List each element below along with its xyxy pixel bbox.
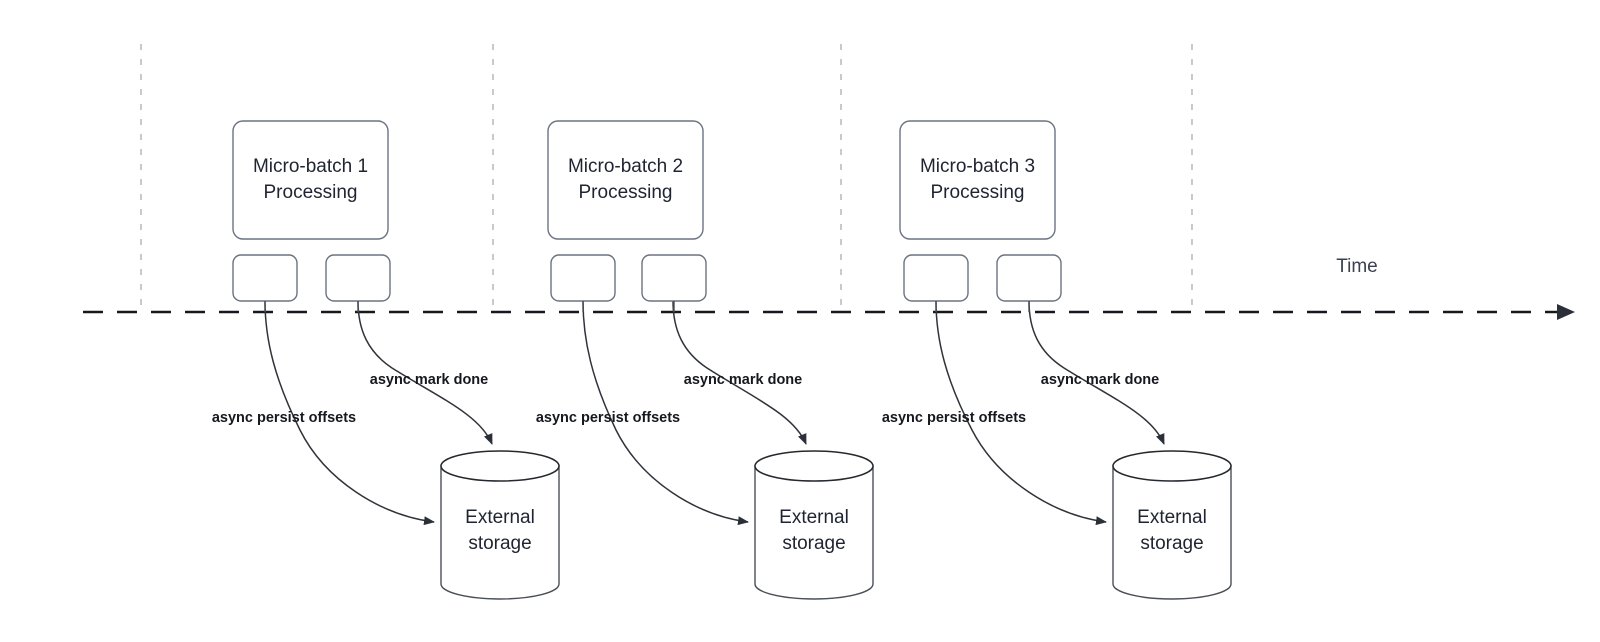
external-storage-label-line1: External [465, 507, 535, 528]
micro-batch-process-subtitle: Processing [264, 182, 358, 203]
external-storage-cylinder-top [440, 450, 560, 482]
external-storage-cylinder-top [1112, 450, 1232, 482]
task-box-offsets[interactable] [550, 254, 616, 302]
micro-batch-process-subtitle: Processing [579, 182, 673, 203]
micro-batch-process-title: Micro-batch 3 [920, 156, 1035, 177]
edge-async-mark-done-label: async mark done [1041, 372, 1159, 388]
edge-async-persist-offsets-label: async persist offsets [536, 410, 680, 426]
task-box-mark-done[interactable] [325, 254, 391, 302]
flow-edges [264, 300, 1165, 526]
edge-async-mark-done-label: async mark done [370, 372, 488, 388]
edge-async-mark-done-path [672, 300, 807, 445]
micro-batch-process-title: Micro-batch 1 [253, 156, 368, 177]
micro-batch-process-title: Micro-batch 2 [568, 156, 683, 177]
external-storage-label-line1: External [1137, 507, 1207, 528]
external-storage-label-line1: External [779, 507, 849, 528]
task-box-mark-done[interactable] [641, 254, 707, 302]
time-axis-label: Time [1336, 256, 1378, 277]
edge-async-persist-offsets-label: async persist offsets [882, 410, 1026, 426]
task-box-offsets[interactable] [903, 254, 969, 302]
external-storage-cylinder-body[interactable] [1112, 465, 1232, 600]
edge-async-persist-offsets-path [582, 300, 749, 526]
external-storage-label-line2: storage [782, 533, 845, 554]
edge-async-persist-offsets-path [264, 300, 435, 526]
edge-async-persist-offsets-path [935, 300, 1107, 526]
task-box-offsets[interactable] [232, 254, 298, 302]
edge-async-mark-done-path [1028, 300, 1165, 445]
time-axis-arrowhead [1557, 304, 1575, 320]
micro-batch-process-box[interactable] [899, 120, 1056, 240]
micro-batch-process-box[interactable] [547, 120, 704, 240]
diagram-shapes [232, 120, 1232, 600]
external-storage-cylinder-top [754, 450, 874, 482]
time-axis: Time [83, 256, 1575, 320]
edge-async-persist-offsets-label: async persist offsets [212, 410, 356, 426]
external-storage-label-line2: storage [1140, 533, 1203, 554]
task-box-mark-done[interactable] [996, 254, 1062, 302]
micro-batch-process-subtitle: Processing [931, 182, 1025, 203]
edge-async-mark-done-label: async mark done [684, 372, 802, 388]
edge-async-mark-done-path [357, 300, 493, 445]
external-storage-label-line2: storage [468, 533, 531, 554]
external-storage-cylinder-body[interactable] [754, 465, 874, 600]
external-storage-cylinder-body[interactable] [440, 465, 560, 600]
micro-batch-process-box[interactable] [232, 120, 389, 240]
